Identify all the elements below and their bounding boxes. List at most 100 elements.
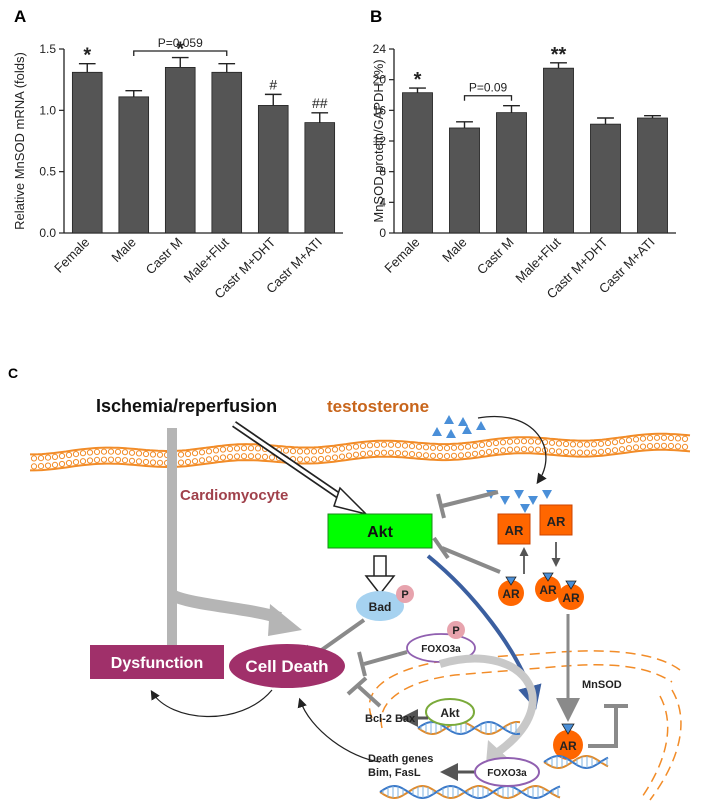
testosterone-molecules: [432, 415, 486, 438]
ar-inhibits-akt: [432, 490, 501, 574]
panel-label-a: A: [14, 7, 26, 26]
y-tick-label: 0: [379, 226, 386, 240]
ar-circle-3-label: AR: [562, 591, 580, 605]
dysfunction-label: Dysfunction: [111, 655, 203, 672]
bar: [71, 71, 103, 234]
ischemia-to-celldeath-arrow: [169, 589, 282, 624]
category-label: Female: [381, 235, 422, 276]
foxo3a-inhibition: [357, 650, 408, 677]
bar: [164, 67, 196, 234]
ischemia-label: Ischemia/reperfusion: [96, 396, 277, 416]
mnsod-inhibition: [588, 704, 628, 748]
y-tick-label: 12: [373, 134, 387, 148]
bar: [543, 67, 574, 234]
y-tick-label: 1.0: [39, 103, 56, 117]
bar: [449, 127, 480, 234]
akt-nucleus-node: [425, 698, 475, 726]
panel-label-c: C: [8, 365, 18, 381]
foxo3a-nuclear-arrow: [438, 654, 537, 756]
category-label: Castr M: [143, 235, 186, 278]
p-value-annotation: P=0.059: [158, 36, 203, 50]
significance-marker: ##: [312, 95, 328, 111]
category-label: Female: [51, 235, 92, 276]
bim-fasl-label: Bim, FasL: [368, 767, 421, 779]
foxo3a-phospho: [447, 621, 465, 639]
y-tick-label: 0.0: [39, 226, 56, 240]
death-genes-label: Death genes: [368, 753, 433, 765]
testosterone-label: testosterone: [327, 397, 429, 416]
category-label: Male: [108, 235, 139, 266]
bcl2-bax-label: Bcl-2 Bax: [365, 713, 416, 725]
dysfunction-node: [90, 645, 224, 679]
foxo3a-cyto-label: FOXO3a: [421, 644, 461, 655]
bar: [304, 122, 336, 234]
ar-circle-2-label: AR: [539, 583, 557, 597]
feedback-arrow-2: [297, 697, 381, 763]
foxo3a-nucleus-node: [474, 757, 540, 787]
y-tick-label: 8: [379, 165, 386, 179]
bar: [590, 123, 621, 234]
akt-nucleus-label: Akt: [440, 706, 459, 720]
ar-box-2: [539, 504, 573, 536]
bar: [496, 112, 527, 234]
y-tick-label: 16: [373, 103, 387, 117]
y-axis-label: MnSOD protein/GAPDH (%): [371, 59, 386, 222]
pathway-diagram: C Ischemia/reperfusion testosterone Card…: [8, 365, 691, 801]
category-label: Male: [439, 235, 470, 266]
bad-phospho-label: P: [401, 589, 408, 601]
bad-label: Bad: [369, 600, 392, 614]
significance-marker: *: [414, 69, 422, 91]
akt-label: Akt: [367, 524, 393, 541]
category-label: Castr M: [474, 235, 517, 278]
significance-bracket: [133, 50, 228, 56]
cell-death-node: [229, 644, 345, 688]
significance-marker: **: [551, 44, 567, 66]
y-tick-label: 1.5: [39, 42, 56, 56]
y-axis-label: Relative MnSOD mRNA (folds): [12, 52, 27, 230]
testosterone-entry-arrow: [477, 415, 547, 485]
panel-label-b: B: [370, 7, 382, 26]
ar-nucleus-ligand: [561, 723, 575, 735]
bar: [637, 117, 668, 234]
ischemia-to-akt-arrow: [232, 421, 369, 516]
significance-marker: #: [269, 76, 277, 92]
y-tick-label: 0.5: [39, 165, 56, 179]
akt-node: [327, 513, 433, 549]
akt-to-bad-arrow: [364, 555, 396, 596]
feedback-arrow-1: [150, 689, 273, 718]
bad-phospho: [396, 585, 414, 603]
significance-marker: *: [176, 39, 184, 61]
y-tick-label: 20: [373, 73, 387, 87]
foxo3a-phospho-label: P: [452, 625, 459, 637]
ar-box-2-label: AR: [547, 514, 566, 529]
cell-death-label: Cell Death: [245, 657, 328, 676]
ar-nucleus-node: [553, 730, 583, 760]
ar-circle-1-label: AR: [502, 587, 520, 601]
akt-to-nucleus-arrow: [426, 554, 542, 710]
p-value-annotation: P=0.09: [469, 81, 508, 95]
bar: [118, 96, 150, 234]
ar-complexes: AR AR AR: [498, 572, 584, 610]
ar-nucleus-label: AR: [559, 739, 577, 753]
nucleus-membrane: [368, 650, 682, 801]
bcl2-inhibition: [346, 676, 382, 708]
bar: [211, 71, 243, 234]
ischemia-to-celldeath-arrowhead: [268, 604, 302, 636]
bar: [257, 105, 289, 234]
significance-bracket: [463, 95, 513, 101]
significance-marker: *: [83, 45, 91, 67]
cell-membrane: [30, 432, 691, 472]
ar-box-1-label: AR: [505, 523, 524, 538]
mnsod-label: MnSOD: [582, 679, 622, 691]
bar: [402, 92, 433, 234]
cardiomyocyte-label: Cardiomyocyte: [180, 487, 288, 504]
bad-node: [356, 591, 404, 621]
y-tick-label: 4: [379, 195, 386, 209]
foxo3a-nucleus-label: FOXO3a: [487, 768, 527, 779]
y-tick-label: 24: [373, 42, 387, 56]
ar-box-1: [497, 513, 531, 545]
